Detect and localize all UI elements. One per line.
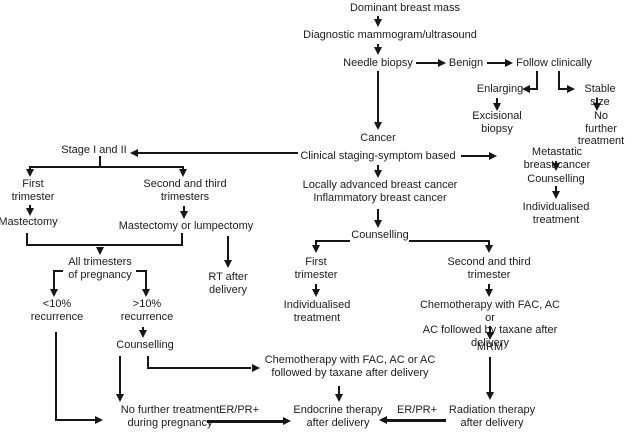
node-cancer: Cancer bbox=[360, 132, 396, 144]
node-individualised-metastatic: Individualised treatment bbox=[522, 201, 590, 226]
label-er-pr-right: ER/PR+ bbox=[396, 404, 438, 416]
node-stable-size: Stable size bbox=[584, 83, 616, 108]
node-second-third-trimester-center: Second and third trimester bbox=[447, 256, 531, 281]
node-mrm: MRM bbox=[476, 341, 504, 353]
node-benign: Benign bbox=[448, 57, 484, 69]
node-radiation-therapy: Radiation therapy after delivery bbox=[448, 404, 536, 429]
node-counselling-center: Counselling bbox=[351, 229, 409, 241]
node-follow-clinically: Follow clinically bbox=[516, 57, 592, 69]
node-gt10-recurrence: >10% recurrence bbox=[120, 298, 174, 323]
node-metastatic-breast-cancer: Metastatic breast cancer bbox=[523, 146, 591, 171]
node-individualised-center: Individualised treatment bbox=[283, 299, 351, 324]
node-mastectomy-or-lumpectomy: Mastectomy or lumpectomy bbox=[118, 220, 254, 232]
node-lt10-recurrence: <10% recurrence bbox=[30, 298, 84, 323]
node-all-trimesters: All trimesters of pregnancy bbox=[68, 256, 132, 281]
node-counselling-left: Counselling bbox=[116, 339, 174, 351]
node-enlarging: Enlarging bbox=[476, 83, 524, 95]
node-chemo-right: Chemotherapy with FAC, AC or AC followed… bbox=[419, 299, 560, 349]
node-diagnostic-mammogram: Diagnostic mammogram/ultrasound bbox=[303, 29, 477, 41]
node-first-trimester-center: First trimester bbox=[294, 256, 338, 281]
node-second-third-trimesters-left: Second and third trimesters bbox=[143, 178, 227, 203]
label-er-pr-left: ER/PR+ bbox=[218, 404, 260, 416]
node-mastectomy: Mastectomy bbox=[0, 216, 58, 228]
node-needle-biopsy: Needle biopsy bbox=[343, 57, 413, 69]
node-no-further-treatment: No further treatment bbox=[577, 110, 625, 147]
node-dominant-breast-mass: Dominant breast mass bbox=[349, 2, 461, 14]
node-locally-advanced: Locally advanced breast cancer Inflammat… bbox=[302, 179, 458, 204]
node-endocrine-therapy: Endocrine therapy after delivery bbox=[293, 404, 383, 429]
node-stage-1-2: Stage I and II bbox=[61, 144, 127, 156]
node-first-trimester-left: First trimester bbox=[11, 178, 55, 203]
node-excisional-biopsy: Excisional biopsy bbox=[472, 110, 522, 135]
node-counselling-metastatic: Counselling bbox=[527, 173, 585, 185]
node-rt-after-delivery: RT after delivery bbox=[208, 271, 248, 296]
node-chemo-center: Chemotherapy with FAC, AC or AC followed… bbox=[264, 354, 436, 379]
node-clinical-staging: Clinical staging-symptom based bbox=[300, 150, 456, 162]
node-no-further-pregnancy: No further treatment during pregnancy bbox=[120, 404, 220, 429]
